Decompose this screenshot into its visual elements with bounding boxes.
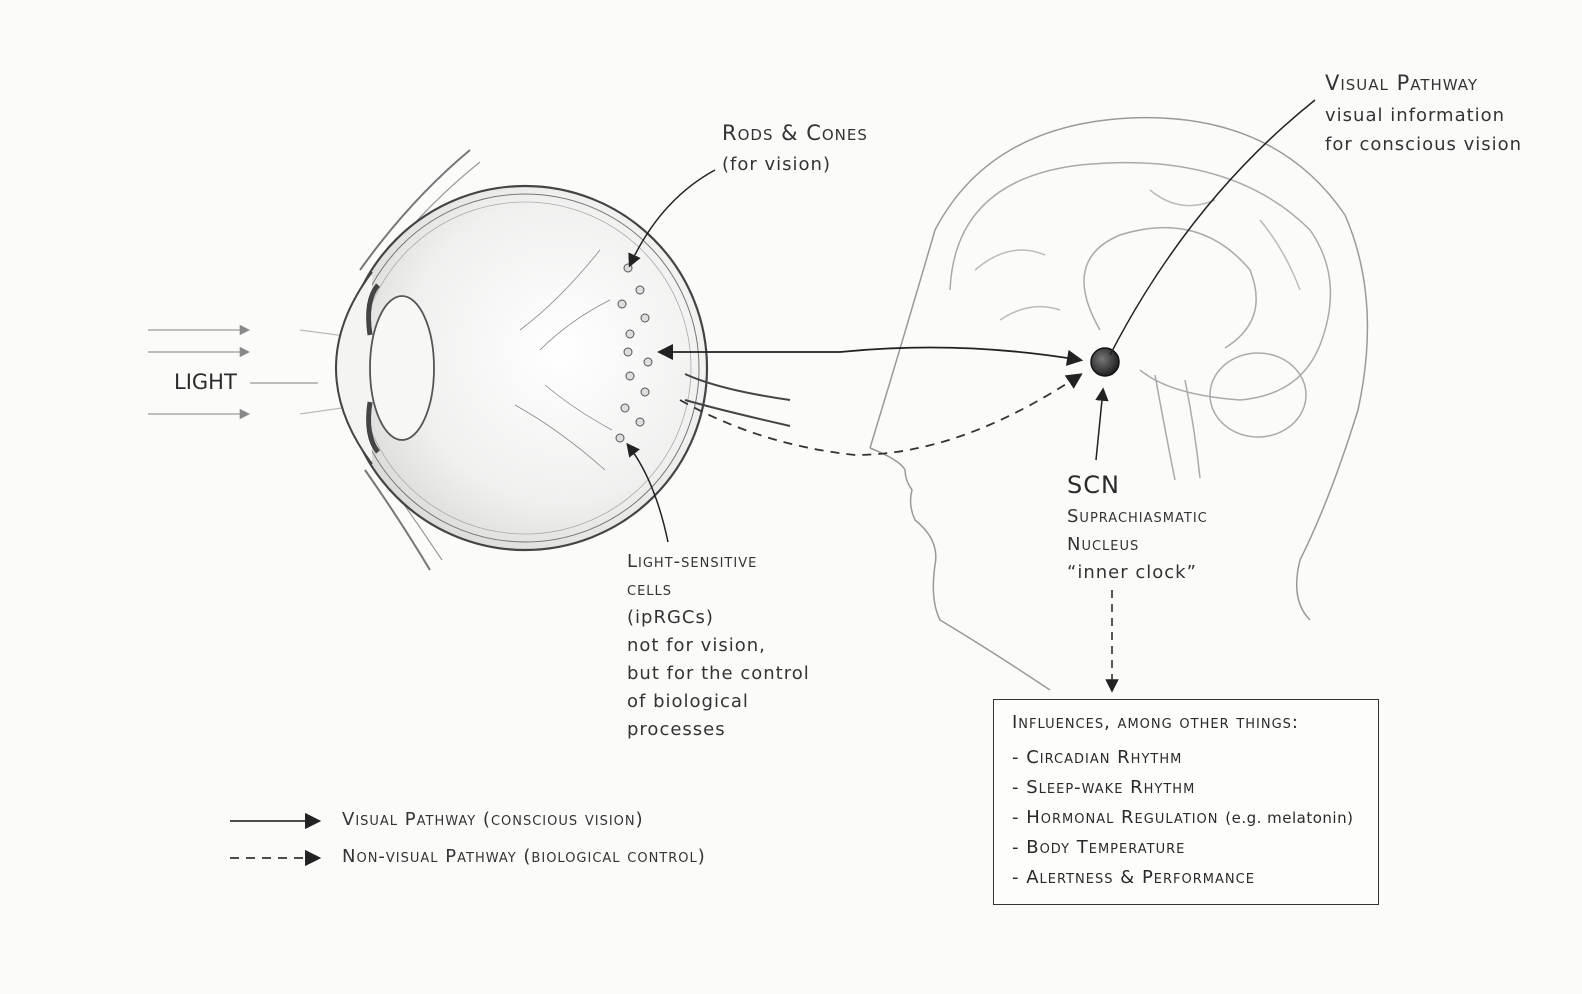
influences-heading: Influences, among other things: (1012, 712, 1299, 733)
iprgc-label-block: Light-sensitive cells (ipRGCs) not for v… (627, 548, 810, 744)
iprgc-line-5: but for the control (627, 663, 810, 684)
scn-line1: Suprachiasmatic (1067, 506, 1208, 527)
influence-item: Alertness & Performance (1012, 863, 1360, 893)
influence-item: Sleep-wake Rhythm (1012, 773, 1360, 803)
visual-pathway-arrow (657, 343, 1084, 366)
scn-line3: “inner clock” (1067, 562, 1197, 583)
legend-nonvisual-label: Non-visual Pathway (biological control) (342, 846, 706, 867)
influence-item: Body Temperature (1012, 833, 1360, 863)
retina-cells (615, 263, 653, 443)
eye-illustration (335, 149, 791, 571)
influence-item: Hormonal Regulation (e.g. melatonin) (1012, 803, 1360, 833)
head-illustration (869, 116, 1369, 691)
iprgc-line-2: cells (627, 579, 673, 600)
influences-box: Influences, among other things: Circadia… (993, 699, 1379, 905)
influences-list: Circadian Rhythm Sleep-wake Rhythm Hormo… (1012, 743, 1360, 893)
legend-lines (230, 812, 322, 867)
nonvisual-pathway-arrow (679, 373, 1083, 456)
visual-pathway-title: Visual Pathway (1325, 71, 1479, 95)
rods-cones-subtitle: (for vision) (722, 154, 831, 175)
iprgc-line-4: not for vision, (627, 635, 766, 656)
legend-visual-label: Visual Pathway (conscious vision) (342, 809, 644, 830)
iprgc-line-6: of biological (627, 691, 749, 712)
influence-item: Circadian Rhythm (1012, 743, 1360, 773)
light-label: LIGHT (174, 370, 237, 394)
scn-title: SCN (1067, 471, 1120, 499)
visual-pathway-line1: visual information (1325, 105, 1506, 126)
rods-cones-title: Rods & Cones (722, 121, 868, 145)
iprgc-line-7: processes (627, 719, 726, 740)
visual-pathway-line2: for conscious vision (1325, 134, 1523, 155)
iprgc-line-1: Light-sensitive (627, 551, 758, 572)
scn-line2: Nucleus (1067, 534, 1140, 555)
hormonal-note: (e.g. melatonin) (1225, 809, 1354, 827)
iprgc-line-3: (ipRGCs) (627, 607, 714, 628)
scn-marker (1090, 347, 1120, 377)
leader-lines (626, 99, 1316, 693)
